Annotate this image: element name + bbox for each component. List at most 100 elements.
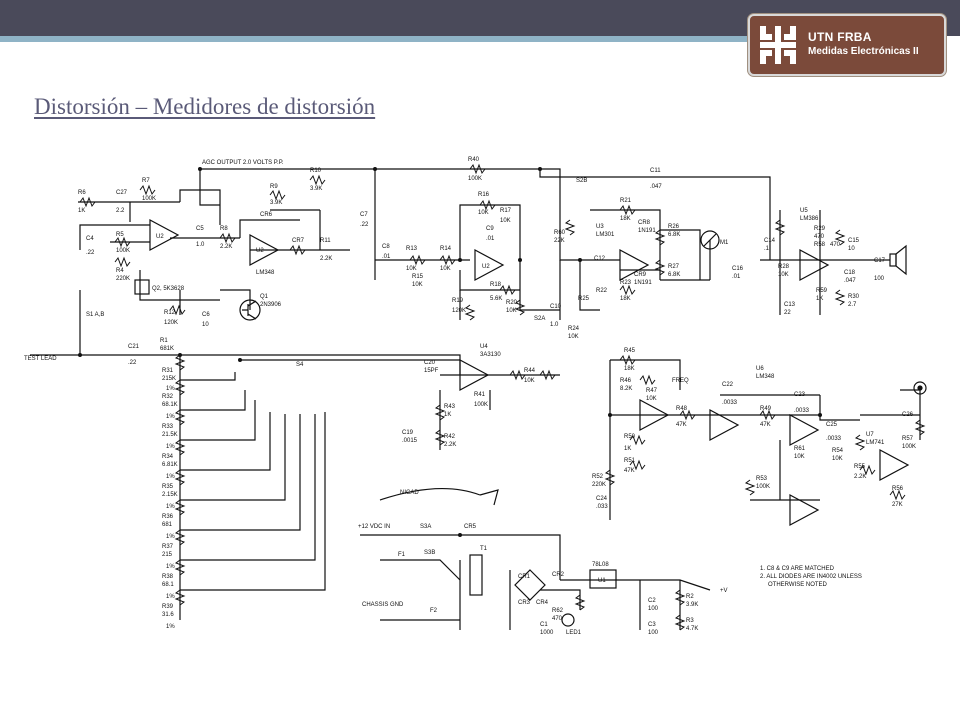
label-r6-value: 1K: [78, 208, 85, 214]
label-r16-value: 10K: [478, 210, 489, 216]
label-nicad: NICAD: [400, 490, 419, 496]
label-r47: R47: [646, 388, 658, 394]
label-r44-value: 10K: [524, 378, 535, 384]
label-pct-3: 1%: [166, 444, 175, 450]
label-r17: R17: [500, 208, 512, 214]
label-led1: LED1: [566, 630, 582, 636]
opamp-u2a: [149, 218, 180, 252]
label-r2-value: 3.9K: [686, 602, 698, 608]
label-s2a: S2A: [534, 316, 545, 322]
label-r37: R37: [162, 544, 174, 550]
label-c26: C26: [902, 412, 914, 418]
label-r33-value: 21.5K: [162, 432, 178, 438]
label-vplus: +V: [720, 588, 728, 594]
label-pct-6: 1%: [166, 534, 175, 540]
label-c27: C27: [116, 190, 128, 196]
label-q2: Q2, 5K3628: [152, 286, 185, 292]
label-r33: R33: [162, 424, 174, 430]
label-c14: C14: [764, 238, 776, 244]
regulator-78l08: [589, 569, 617, 589]
label-r40-value: 100K: [468, 176, 482, 182]
label-c18: C18: [844, 270, 856, 276]
opamp-u4: [459, 358, 490, 392]
label-r13: R13: [406, 246, 418, 252]
label-u3-value: LM301: [596, 232, 615, 238]
label-r32: R32: [162, 394, 174, 400]
label-r16: R16: [478, 192, 490, 198]
opamp-u2b: [249, 233, 280, 267]
label-12vdc: +12 VDC IN: [358, 524, 390, 530]
meter-m1: [700, 230, 720, 250]
label-r29-value: 470: [814, 234, 825, 240]
label-note2: 2. ALL DIODES ARE IN4002 UNLESS: [760, 574, 862, 580]
label-r26-value: 6.8K: [668, 232, 680, 238]
label-c3-value: 100: [648, 630, 659, 636]
label-r58-value: 470: [830, 242, 841, 248]
label-r38: R38: [162, 574, 174, 580]
label-r4: R4: [116, 268, 124, 274]
label-r28: R28: [778, 264, 790, 270]
label-r56-value: 27K: [892, 502, 903, 508]
label-r21: R21: [620, 198, 632, 204]
label-r45-value: 18K: [624, 366, 635, 372]
label-c12: C12: [594, 256, 606, 262]
label-c7: C7: [360, 212, 368, 218]
label-c9: C9: [486, 226, 494, 232]
label-r55-value: 2.2K: [854, 474, 866, 480]
label-u2b: U2: [256, 248, 264, 254]
label-r18-value: 5.6K: [490, 296, 502, 302]
label-c13: C13: [784, 302, 796, 308]
label-r24: R24: [568, 326, 580, 332]
label-r11: R11: [320, 238, 331, 244]
label-r30-value: 2.7: [848, 302, 857, 308]
label-r31: R31: [162, 368, 174, 374]
label-r9: R9: [270, 184, 278, 190]
label-u3: U3: [596, 224, 604, 230]
label-cr3: CR3: [518, 600, 531, 606]
label-r54: R54: [832, 448, 844, 454]
label-r23: R23: [620, 280, 632, 286]
label-c17-value: 100: [874, 276, 885, 282]
label-r36-value: 681: [162, 522, 173, 528]
label-pct-1: 1%: [166, 386, 175, 392]
transistor-q1: [239, 299, 261, 321]
label-c22: C22: [722, 382, 734, 388]
label-r62-value: 470: [552, 616, 563, 622]
label-r50: R50: [624, 434, 636, 440]
opamp-u6b: [709, 408, 740, 442]
label-c20-value: 15PF: [424, 368, 439, 374]
label-cr6: CR6: [260, 212, 273, 218]
label-c2: C2: [648, 598, 656, 604]
label-u6: U6: [756, 366, 764, 372]
label-r3-value: 4.7K: [686, 626, 698, 632]
label-r41-value: 100K: [474, 402, 488, 408]
label-r12: R12: [164, 310, 176, 316]
label-c1: C1: [540, 622, 548, 628]
label-c25: C25: [826, 422, 838, 428]
label-c16: C16: [732, 266, 744, 272]
label-c24: C24: [596, 496, 608, 502]
slide-title: Distorsión – Medidores de distorsión: [34, 94, 376, 119]
label-c5: C5: [196, 226, 204, 232]
label-r58: R58: [814, 242, 826, 248]
transformer-t1: [469, 554, 483, 596]
label-c15-value: 10: [848, 246, 855, 252]
label-pct-2: 1%: [166, 414, 175, 420]
label-c3: C3: [648, 622, 656, 628]
label-r12-value: 120K: [164, 320, 178, 326]
label-r41: R41: [474, 392, 486, 398]
label-c23: C23: [794, 392, 806, 398]
label-cr9-value: 1N191: [634, 280, 652, 286]
label-r4-value: 220K: [116, 276, 130, 282]
label-c19: C19: [402, 430, 414, 436]
led1: [561, 613, 575, 627]
label-note1: 1. C8 & C9 ARE MATCHED: [760, 566, 835, 572]
label-r38-value: 68.1: [162, 582, 174, 588]
label-c14-value: .1: [764, 246, 770, 252]
transistor-q2: [134, 279, 150, 295]
label-c22-value: .0033: [722, 400, 738, 406]
label-r39-value: 31.6: [162, 612, 174, 618]
speaker: [889, 253, 897, 267]
label-u4-value: 3A3130: [480, 352, 501, 358]
label-r8-value: 2.2K: [220, 244, 232, 250]
